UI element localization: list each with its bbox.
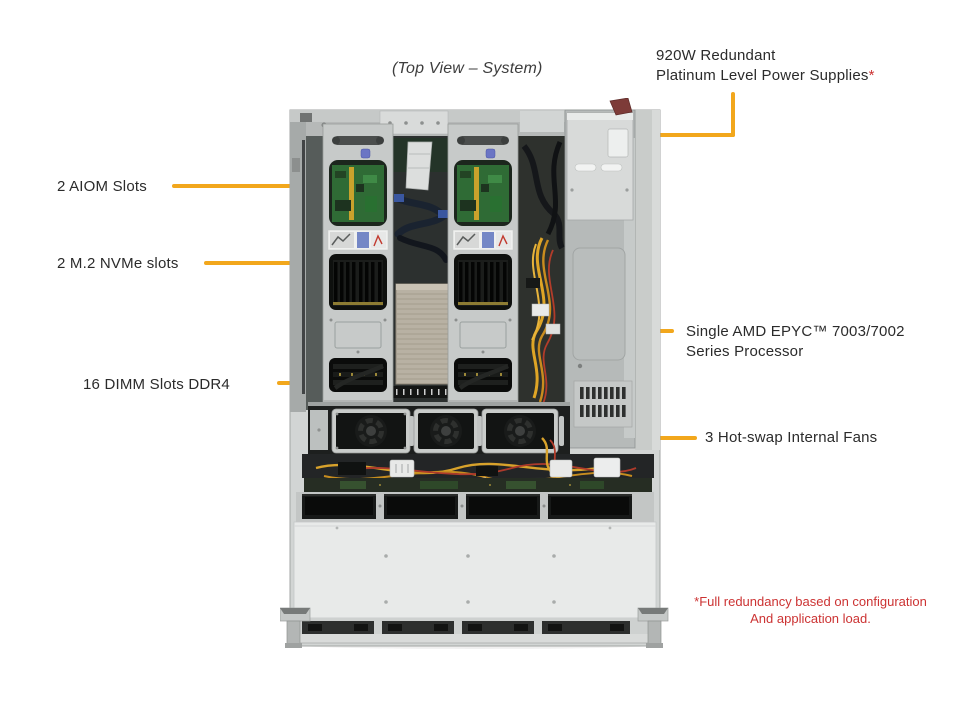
fan-3 bbox=[481, 408, 559, 454]
right-riser-bracket bbox=[448, 124, 518, 408]
cpu-heatsink bbox=[395, 283, 451, 385]
drive-bay-row bbox=[296, 492, 654, 522]
psu-callout-label: 920W Redundant Platinum Level Power Supp… bbox=[656, 46, 875, 86]
aiom-callout-label: 2 AIOM Slots bbox=[57, 178, 147, 195]
motherboard-area bbox=[390, 136, 452, 410]
left-riser-bracket bbox=[323, 124, 393, 408]
cable-bundle-right bbox=[518, 136, 566, 410]
fan-2 bbox=[413, 408, 479, 454]
cable-area-below-fans bbox=[302, 437, 654, 494]
psu-label bbox=[607, 128, 629, 158]
dimm-callout-label: 16 DIMM Slots DDR4 bbox=[83, 376, 230, 393]
left-mounting-ear bbox=[280, 607, 311, 648]
footnote-line2: And application load. bbox=[750, 611, 871, 626]
fans-callout-label: 3 Hot-swap Internal Fans bbox=[705, 429, 878, 446]
psu-label-line2: Platinum Level Power Supplies bbox=[656, 67, 869, 84]
front-drive-trays bbox=[294, 618, 656, 644]
diagram-title: (Top View – System) bbox=[392, 60, 543, 77]
psu-callout-line-horizontal bbox=[617, 133, 735, 137]
psu-latch bbox=[609, 98, 633, 116]
psu-unit bbox=[566, 98, 634, 221]
fan-1 bbox=[331, 408, 411, 454]
cpu-label-line2: Series Processor bbox=[686, 343, 804, 360]
redundancy-footnote: *Full redundancy based on configuration … bbox=[668, 593, 953, 627]
right-mounting-ear bbox=[637, 607, 669, 648]
drive-backplane bbox=[304, 478, 652, 492]
dimm-row-center bbox=[392, 386, 452, 398]
psu-bay bbox=[564, 98, 636, 449]
psu-vent-grid bbox=[573, 380, 633, 428]
cpu-callout-label: Single AMD EPYC™ 7003/7002 Series Proces… bbox=[686, 322, 905, 362]
front-cover-plate bbox=[293, 521, 657, 619]
cpu-label-line1: Single AMD EPYC™ 7003/7002 bbox=[686, 323, 905, 340]
psu-callout-line-vertical bbox=[731, 92, 735, 137]
server-top-view-image bbox=[280, 98, 669, 649]
m2-callout-label: 2 M.2 NVMe slots bbox=[57, 255, 179, 272]
psu-label-asterisk: * bbox=[868, 67, 875, 84]
footnote-line1: *Full redundancy based on configuration bbox=[694, 594, 927, 609]
fan-row bbox=[308, 402, 570, 454]
psu-label-line1: 920W Redundant bbox=[656, 47, 776, 64]
